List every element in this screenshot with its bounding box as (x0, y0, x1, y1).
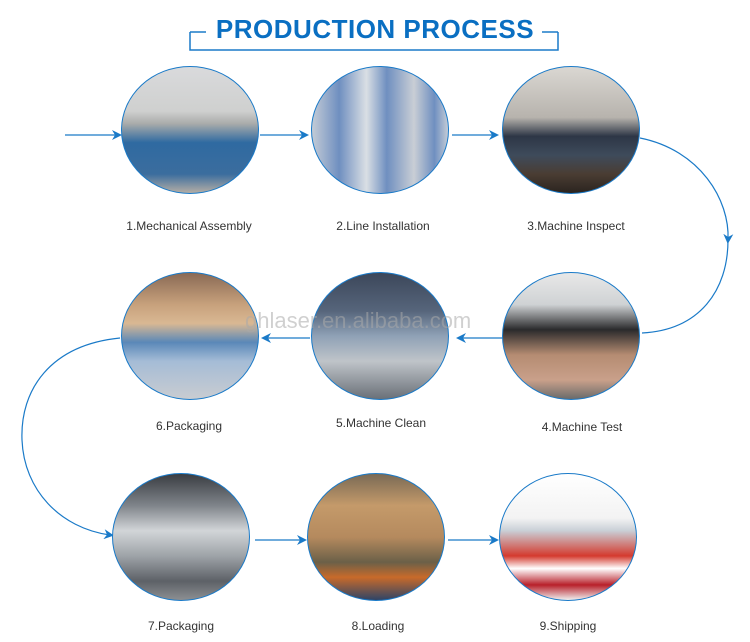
watermark: ghlaser.en.alibaba.com (245, 308, 472, 333)
step-7-photo (112, 473, 250, 601)
step-8-label: 8.Loading (351, 619, 405, 633)
step-3-label: 3.Machine Inspect (527, 219, 625, 233)
step-4-label: 4.Machine Test (541, 420, 623, 434)
step-2-label: 2.Line Installation (336, 219, 430, 233)
step-9-label: 9.Shipping (539, 619, 597, 633)
page-title: PRODUCTION PROCESS (215, 14, 535, 44)
step-5-label: 5.Machine Clean (335, 416, 427, 430)
step-6-label: 6.Packaging (155, 419, 223, 433)
step-9-photo (499, 473, 637, 601)
step-8-photo (307, 473, 445, 601)
step-6-photo (121, 272, 259, 400)
arrow-3-4 (639, 137, 734, 244)
step-7-label: 7.Packaging (147, 619, 215, 633)
arrow-6-7 (21, 337, 121, 540)
step-1-photo (121, 66, 259, 194)
step-1-label: 1.Mechanical Assembly (126, 219, 252, 233)
title-bracket (189, 32, 559, 51)
step-3-photo (502, 66, 640, 194)
step-5-photo (311, 272, 449, 400)
step-2-photo (311, 66, 449, 194)
step-4-photo (502, 272, 640, 400)
